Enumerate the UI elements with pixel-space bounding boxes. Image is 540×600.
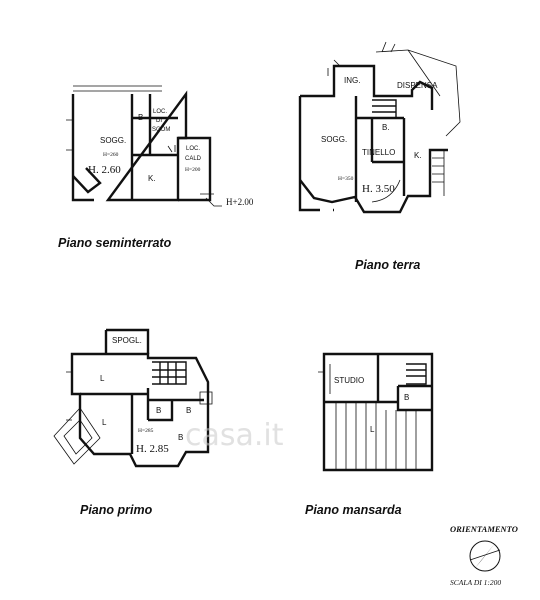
seminterrato-height: H. 2.60 xyxy=(88,164,121,176)
terra-room-dispensa: DISPENSA xyxy=(397,81,438,90)
plan-primo: SPOGL. L L B B B H=285 H. 2.85 xyxy=(53,328,213,468)
label-seminterrato: Piano seminterrato xyxy=(58,236,172,250)
label-mansarda: Piano mansarda xyxy=(305,503,402,517)
seminterrato-room-b: B xyxy=(138,113,143,122)
orientation-label: ORIENTAMENTO xyxy=(450,524,518,534)
seminterrato-room-loc-sgom-2: DI xyxy=(156,118,162,124)
primo-room-spogl: SPOGL. xyxy=(112,336,142,345)
seminterrato-annex-height: H+2.00 xyxy=(226,197,254,207)
seminterrato-room-loc-sgom-1: LOC. xyxy=(153,109,167,115)
plan-mansarda: STUDIO L B xyxy=(318,352,434,472)
plan-terra: ING. DISPENSA SOGG. B. TINELLO K. H=350 … xyxy=(298,41,461,214)
primo-room-l1: L xyxy=(100,374,105,383)
terra-height: H. 3.50 xyxy=(362,183,395,195)
primo-room-b2: B xyxy=(186,406,191,415)
terra-height-small: H=350 xyxy=(338,176,354,182)
seminterrato-height-small2: H=200 xyxy=(185,167,201,173)
terra-room-sogg: SOGG. xyxy=(321,135,347,144)
primo-room-b3: B xyxy=(178,433,183,442)
label-primo: Piano primo xyxy=(80,503,153,517)
primo-room-l2: L xyxy=(102,418,107,427)
terra-room-tinello: TINELLO xyxy=(362,148,395,157)
seminterrato-height-small: H=260 xyxy=(103,152,119,158)
seminterrato-room-sogg: SOGG. xyxy=(100,136,126,145)
mansarda-room-b: B xyxy=(404,393,409,402)
mansarda-room-l: L xyxy=(370,425,375,434)
terra-room-b: B. xyxy=(382,123,390,132)
seminterrato-room-loc-cald-1: LOC. xyxy=(186,146,200,152)
watermark: casa.it xyxy=(185,418,284,453)
mansarda-room-studio: STUDIO xyxy=(334,376,364,385)
label-terra: Piano terra xyxy=(355,258,421,272)
terra-room-ing: ING. xyxy=(344,76,360,85)
seminterrato-room-loc-sgom-3: SGOM xyxy=(152,127,170,133)
seminterrato-room-k: K. xyxy=(148,174,156,183)
scale-label: SCALA DI 1:200 xyxy=(450,578,502,587)
terra-room-k: K. xyxy=(414,151,422,160)
compass-icon xyxy=(469,540,501,572)
primo-height-small: H=285 xyxy=(138,428,154,434)
primo-room-b1: B xyxy=(156,406,161,415)
plan-seminterrato: SOGG. H=260 H. 2.60 B LOC. DI SGOM LOC. … xyxy=(66,85,254,207)
primo-height: H. 2.85 xyxy=(136,443,169,455)
seminterrato-room-loc-cald-2: CALD xyxy=(185,156,202,162)
